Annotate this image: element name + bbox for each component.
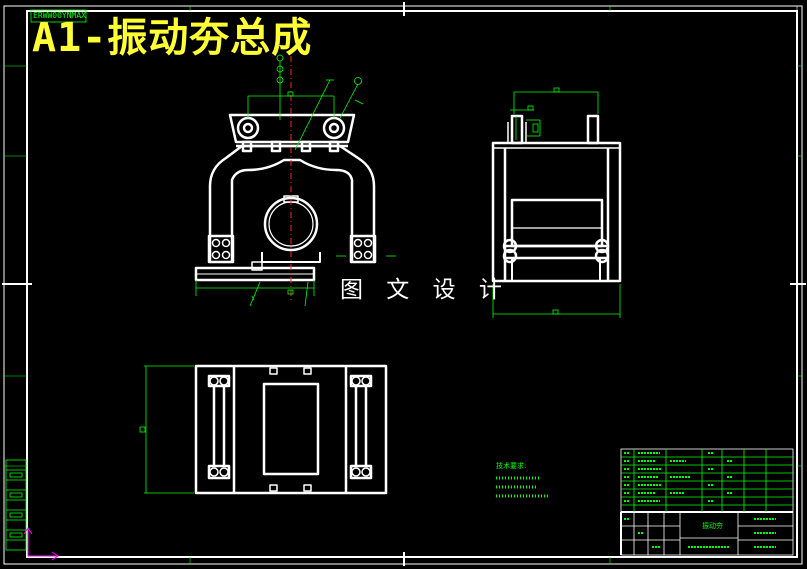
- technical-requirements-lines: [496, 476, 550, 498]
- title-block-part-name: 振动夯: [702, 522, 723, 530]
- watermark-text: 图 文 设 计: [340, 277, 510, 303]
- top-view-dimensions: [139, 365, 194, 494]
- revision-blocks: [5, 459, 27, 551]
- drawing-tag-box: [30, 9, 87, 23]
- ucs-axis-icon: [23, 527, 59, 561]
- front-view-dimensions: [195, 54, 396, 307]
- drawing-tag: ERWW00YNMAX: [33, 11, 86, 20]
- top-view: [194, 364, 388, 495]
- side-view-dimensions: [492, 87, 621, 318]
- technical-requirements-title: 技术要求:: [496, 462, 527, 470]
- side-view: [491, 114, 622, 283]
- front-view: [194, 113, 377, 282]
- title-block: [620, 448, 794, 556]
- drawing-title: A1-振动夯总成: [32, 15, 313, 61]
- title-block-entries: [624, 452, 776, 548]
